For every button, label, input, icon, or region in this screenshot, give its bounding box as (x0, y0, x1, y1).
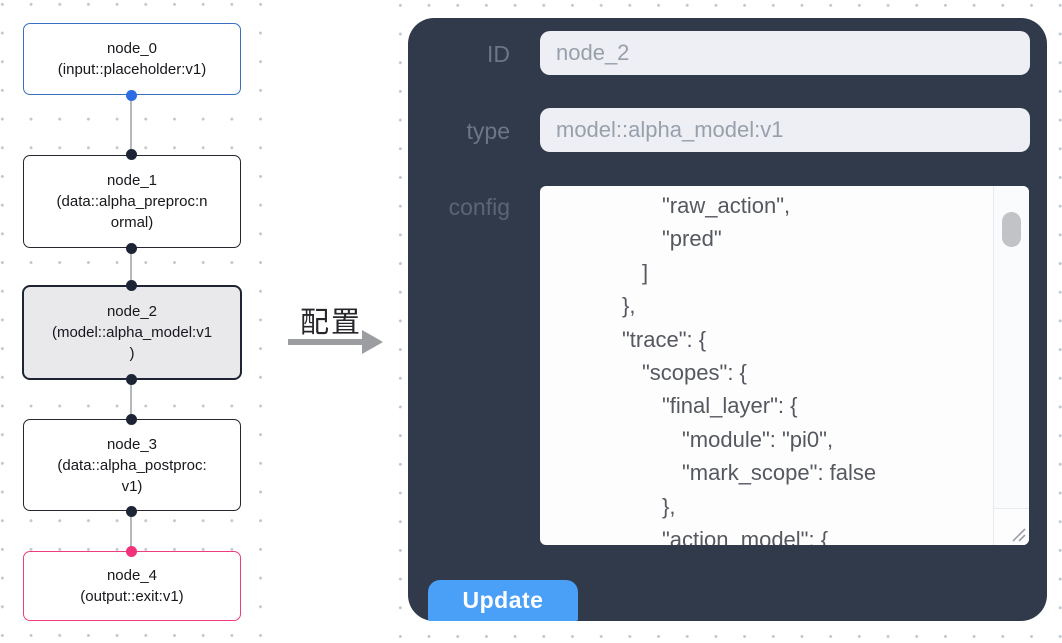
config-scroll-corner (993, 508, 1029, 545)
node-title: node_0 (106, 40, 158, 57)
type-input[interactable] (540, 108, 1030, 152)
config-json-line: "pred" (662, 226, 722, 252)
port-node_3-input[interactable] (126, 414, 137, 425)
node-node_4[interactable]: node_4 (output::exit:v1) (23, 551, 241, 621)
port-node_1-output[interactable] (126, 243, 137, 254)
port-node_2-input[interactable] (126, 280, 137, 291)
update-button[interactable]: Update (428, 580, 578, 621)
config-json-line: "final_layer": { (662, 393, 798, 419)
node-node_1[interactable]: node_1 (data::alpha_preproc:n ormal) (23, 155, 241, 248)
config-json-line: "scopes": { (642, 359, 747, 385)
node-node_0[interactable]: node_0 (input::placeholder:v1) (23, 23, 241, 95)
config-json-line: "mark_scope": false (682, 460, 877, 486)
edge-node_3-node_4 (130, 511, 132, 551)
port-node_0-output[interactable] (126, 90, 137, 101)
node-subtitle: (data::alpha_postproc: v1) (57, 456, 207, 495)
node-node_2[interactable]: node_2 (model::alpha_model:v1 ) (22, 285, 242, 380)
config-field-label: config (448, 194, 510, 220)
arrow-right-icon-head (362, 330, 383, 354)
arrow-right-icon (288, 339, 364, 345)
node-title: node_1 (106, 172, 158, 189)
id-input[interactable] (540, 31, 1030, 75)
config-editor-content: "raw_action", "pred"]}, "trace": { "scopes"… (540, 186, 993, 545)
config-scrollbar-track[interactable] (993, 186, 1029, 508)
id-field-label: ID (487, 41, 510, 67)
port-node_3-output[interactable] (126, 506, 137, 517)
config-json-line: "raw_action", (662, 193, 791, 218)
config-json-line: "module": "pi0", (682, 426, 834, 452)
resize-handle-icon[interactable] (1011, 527, 1026, 542)
config-json-line: }, (662, 493, 676, 519)
node-node_3[interactable]: node_3 (data::alpha_postproc: v1) (23, 419, 241, 511)
node-subtitle: (input::placeholder:v1) (57, 61, 207, 78)
port-node_1-input[interactable] (126, 149, 137, 160)
port-node_2-output[interactable] (126, 374, 137, 385)
node-title: node_4 (106, 567, 158, 584)
edge-node_1-node_2 (130, 248, 132, 286)
config-json-line: }, (622, 293, 636, 319)
config-annotation-label: 配置 (300, 307, 363, 339)
config-scrollbar-thumb[interactable] (1002, 212, 1021, 247)
node-title: node_2 (106, 303, 158, 320)
node-subtitle: (output::exit:v1) (80, 588, 184, 605)
node-title: node_3 (106, 435, 158, 453)
config-editor[interactable]: "raw_action", "pred"]}, "trace": { "scopes"… (540, 186, 1029, 545)
type-field-label: type (466, 118, 510, 144)
config-json-line: "trace": { (622, 326, 707, 352)
config-json-line: ] (642, 259, 649, 285)
node-subtitle: (data::alpha_preproc:n ormal) (56, 193, 208, 231)
config-json-line: "action_model": { (662, 526, 829, 545)
port-node_4-input[interactable] (126, 546, 137, 557)
edge-node_0-node_1 (130, 95, 132, 155)
node-subtitle: (model::alpha_model:v1 ) (51, 324, 213, 362)
edge-node_2-node_3 (130, 380, 132, 419)
config-panel: ID type config "raw_action", "pred"]}, "tr… (408, 18, 1047, 621)
